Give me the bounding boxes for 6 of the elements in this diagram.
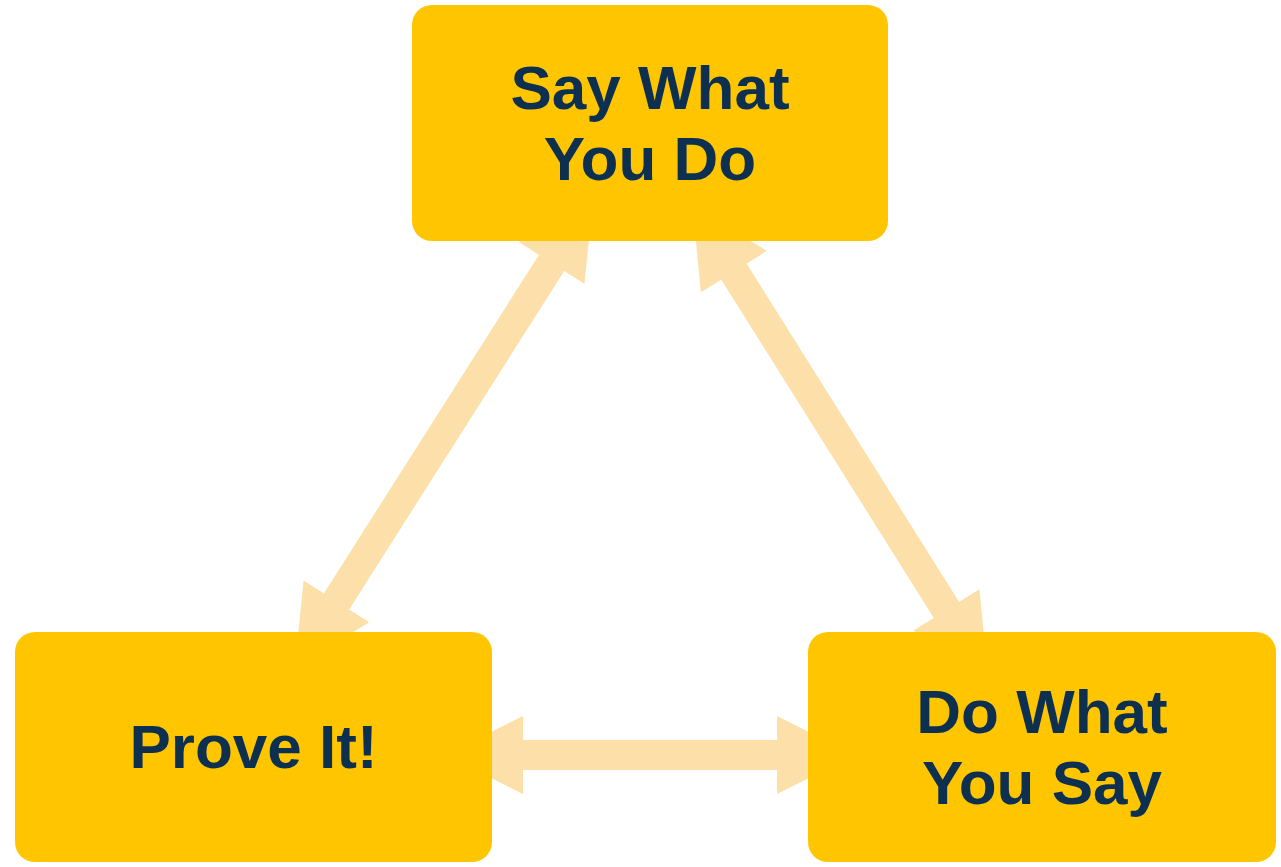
statement-box xyxy=(808,632,1276,862)
statement-box xyxy=(412,5,888,241)
statement-text: Say What You Do xyxy=(509,51,791,195)
statement-text: Do What You Say xyxy=(915,675,1169,819)
statement-box xyxy=(15,632,492,862)
statement-text: Prove It! xyxy=(129,711,378,783)
